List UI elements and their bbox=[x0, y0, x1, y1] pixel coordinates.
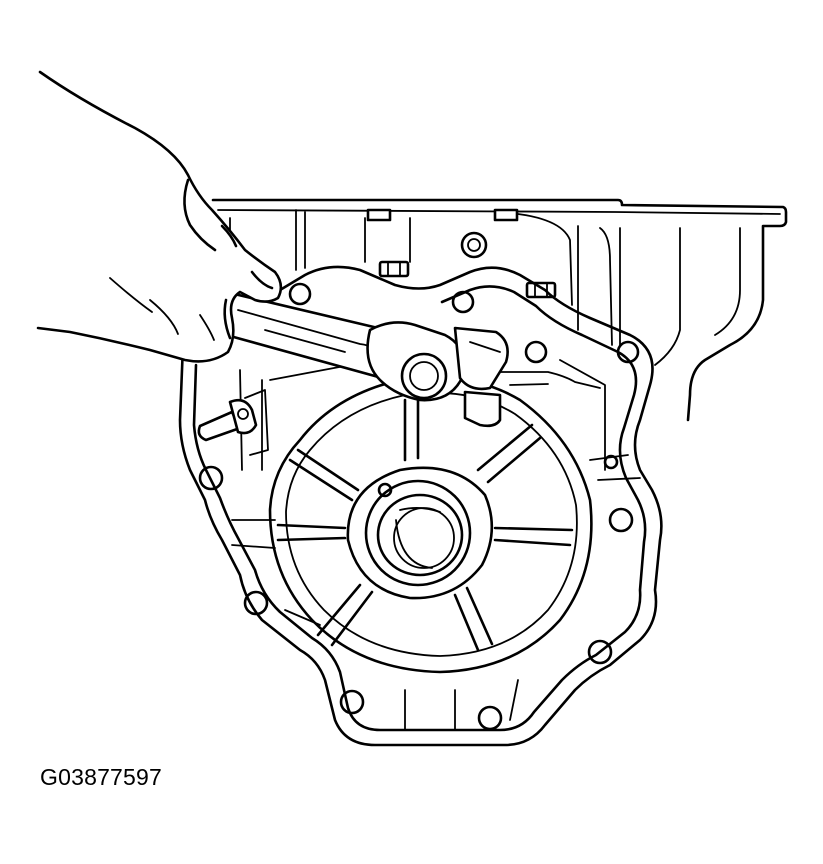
hand bbox=[36, 70, 283, 363]
figure-code-label: G03877597 bbox=[40, 764, 163, 790]
wrench bbox=[218, 290, 601, 428]
shift-shaft bbox=[197, 389, 269, 456]
extension-cover bbox=[268, 376, 593, 674]
transmission-case bbox=[178, 265, 663, 747]
oil-pan bbox=[211, 198, 788, 422]
